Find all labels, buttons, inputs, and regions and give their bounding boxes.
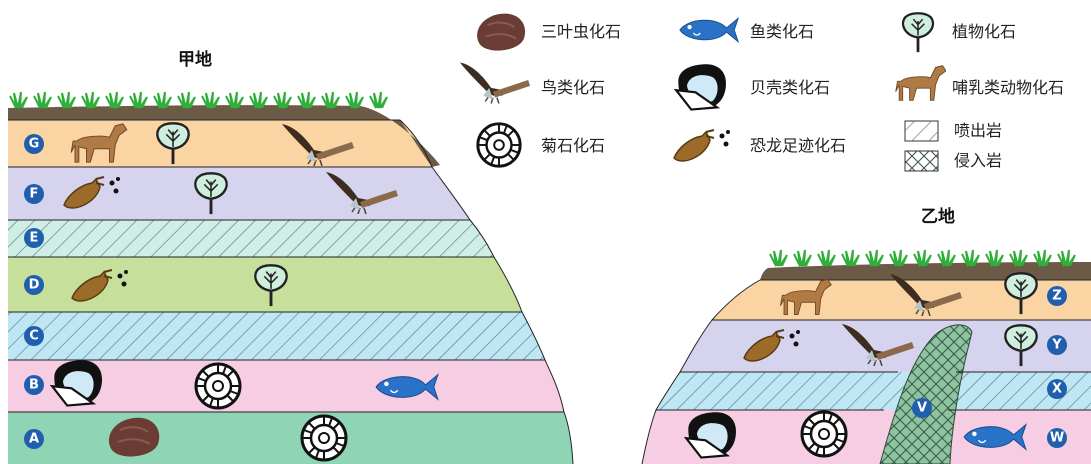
svg-text:植物化石: 植物化石 xyxy=(952,22,1016,41)
badge-a: A xyxy=(24,429,44,449)
svg-text:喷出岩: 喷出岩 xyxy=(954,121,1002,140)
svg-text:哺乳类动物化石: 哺乳类动物化石 xyxy=(952,78,1064,97)
mammal-icon xyxy=(896,66,946,101)
grass-tuft xyxy=(370,92,387,108)
svg-text:E: E xyxy=(30,231,39,246)
svg-text:三叶虫化石: 三叶虫化石 xyxy=(541,22,621,41)
grass-tuft xyxy=(10,92,27,108)
badge-b: B xyxy=(24,375,44,395)
shell-icon xyxy=(676,64,726,109)
grass-tuft xyxy=(890,250,907,266)
intrusive-rock-icon xyxy=(905,151,938,171)
svg-text:W: W xyxy=(1050,431,1064,446)
site-yi: 乙地 Z Y X W V xyxy=(642,206,1091,464)
svg-text:B: B xyxy=(29,378,39,393)
svg-text:Y: Y xyxy=(1051,338,1062,353)
legend-item-ammonite: 菊石化石 xyxy=(478,124,605,166)
fish-icon xyxy=(680,18,738,41)
layer-x-hatch xyxy=(656,372,1091,410)
trilobite-icon xyxy=(477,14,525,51)
legend-item-plant: 植物化石 xyxy=(903,13,1016,52)
svg-text:D: D xyxy=(29,278,40,293)
legend-item-extrusive: 喷出岩 xyxy=(905,121,1002,141)
badge-y: Y xyxy=(1047,335,1067,355)
badge-f: F xyxy=(24,184,44,204)
legend-item-bird: 鸟类化石 xyxy=(460,63,605,104)
legend-item-mammal: 哺乳类动物化石 xyxy=(896,66,1064,101)
svg-text:菊石化石: 菊石化石 xyxy=(541,136,605,155)
svg-text:V: V xyxy=(917,401,927,416)
svg-text:C: C xyxy=(29,329,39,344)
grass-tuft xyxy=(794,250,811,266)
svg-text:F: F xyxy=(30,187,39,202)
ammonite-icon xyxy=(302,416,346,460)
badge-c: C xyxy=(24,326,44,346)
ammonite-icon xyxy=(196,364,240,408)
layer-e-hatch xyxy=(8,220,494,257)
badge-v: V xyxy=(912,398,932,418)
svg-text:鸟类化石: 鸟类化石 xyxy=(541,78,605,97)
site-jia-title: 甲地 xyxy=(178,49,212,70)
legend: 三叶虫化石 鱼类化石 植物化石 鸟类化石 贝壳类化石 哺乳类动物化石 菊石化石 xyxy=(460,13,1064,171)
legend-item-shell: 贝壳类化石 xyxy=(676,64,830,109)
grass-tuft xyxy=(82,92,99,108)
layer-g xyxy=(8,120,432,167)
site-yi-title: 乙地 xyxy=(921,206,955,227)
badge-d: D xyxy=(24,275,44,295)
badge-w: W xyxy=(1047,428,1067,448)
svg-text:A: A xyxy=(29,432,39,447)
legend-item-fish: 鱼类化石 xyxy=(680,18,814,41)
svg-text:侵入岩: 侵入岩 xyxy=(954,151,1002,170)
ammonite-icon xyxy=(802,412,846,456)
badge-z: Z xyxy=(1047,286,1067,306)
plant-icon xyxy=(903,13,933,52)
grass-tuft xyxy=(106,92,123,108)
site-jia: 甲地 G F E D C B A xyxy=(8,49,573,464)
grass-tuft xyxy=(130,92,147,108)
grass-tuft xyxy=(770,250,787,266)
svg-text:Z: Z xyxy=(1052,289,1061,304)
svg-text:G: G xyxy=(29,137,40,152)
legend-item-trilobite: 三叶虫化石 xyxy=(477,14,621,51)
badge-g: G xyxy=(24,134,44,154)
legend-item-footprint: 恐龙足迹化石 xyxy=(674,130,846,161)
svg-text:X: X xyxy=(1052,382,1062,397)
badge-x: X xyxy=(1047,379,1067,399)
grass-tuft xyxy=(58,92,75,108)
layer-c-hatch xyxy=(8,312,545,360)
grass-tuft xyxy=(866,250,883,266)
footprint-icon xyxy=(674,130,730,161)
bird-icon xyxy=(460,63,530,104)
badge-e: E xyxy=(24,228,44,248)
legend-item-intrusive: 侵入岩 xyxy=(905,151,1002,171)
layer-a xyxy=(8,412,573,464)
grass-tuft xyxy=(346,92,363,108)
grass-tuft xyxy=(818,250,835,266)
grass-tuft xyxy=(34,92,51,108)
grass-tuft xyxy=(842,250,859,266)
svg-text:鱼类化石: 鱼类化石 xyxy=(750,22,814,41)
svg-text:贝壳类化石: 贝壳类化石 xyxy=(750,78,830,97)
ammonite-icon xyxy=(478,124,520,166)
svg-text:恐龙足迹化石: 恐龙足迹化石 xyxy=(750,136,846,155)
